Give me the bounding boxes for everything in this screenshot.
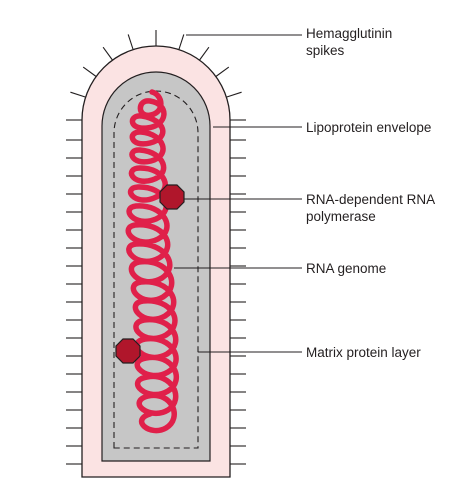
spike: [82, 66, 97, 77]
spike: [102, 46, 113, 61]
spike: [178, 34, 185, 50]
spike: [70, 91, 86, 98]
label-polymerase-line2: polymerase: [306, 209, 376, 224]
label-matrix-protein-layer: Matrix protein layer: [306, 345, 421, 360]
label-hemagglutinin-line2: spikes: [306, 43, 345, 58]
matrix-protein-layer: [113, 90, 199, 449]
leader-lines: [174, 34, 302, 353]
label-rna-polymerase: RNA-dependent RNA polymerase: [306, 191, 435, 225]
spike: [215, 66, 230, 77]
label-lipoprotein-envelope: Lipoprotein envelope: [306, 120, 432, 135]
label-hemagglutinin-line1: Hemagglutinin: [306, 26, 393, 41]
viral-core: [101, 71, 211, 462]
rna-polymerase-lower: [115, 338, 141, 364]
spike: [199, 46, 210, 61]
spike: [127, 34, 134, 50]
hemagglutinin-spikes: [66, 30, 246, 465]
label-rna-genome: RNA genome: [306, 261, 387, 276]
rna-genome-coil: [125, 89, 180, 434]
spike: [226, 91, 242, 98]
rna-polymerase-upper: [159, 184, 185, 210]
label-hemagglutinin-spikes: Hemagglutinin spikes: [306, 25, 392, 59]
label-polymerase-line1: RNA-dependent RNA: [306, 192, 436, 207]
